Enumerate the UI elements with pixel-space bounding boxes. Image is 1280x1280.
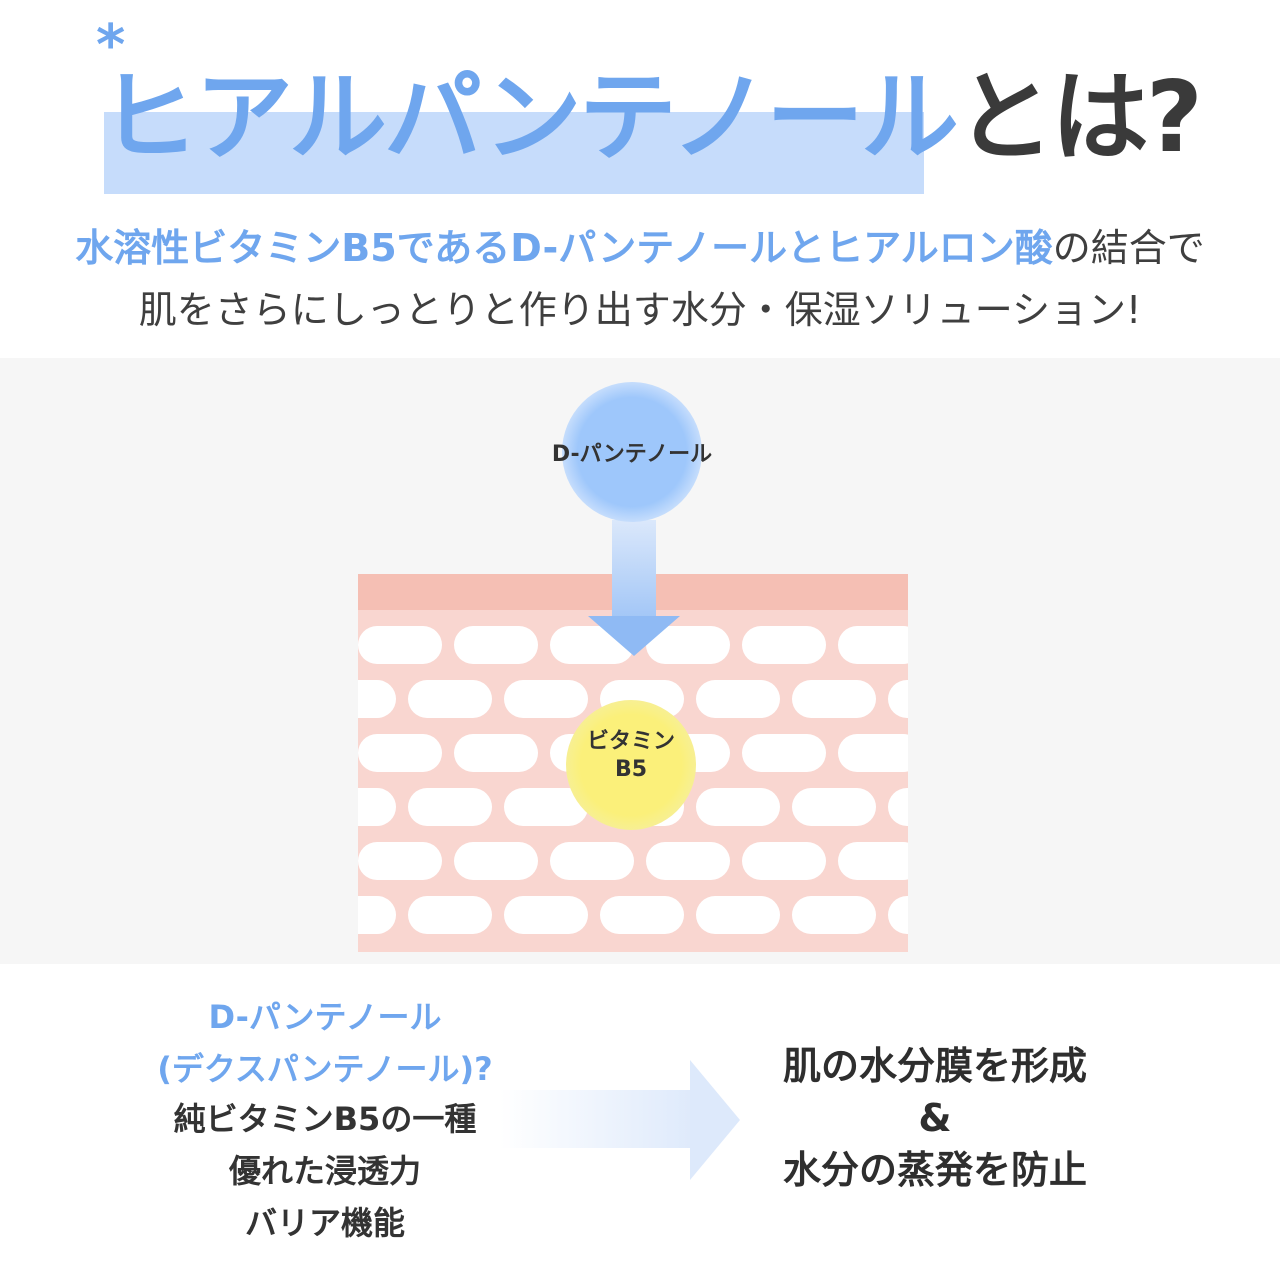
skin-cell — [550, 842, 634, 880]
skin-cell — [742, 734, 826, 772]
skin-cell — [408, 680, 492, 718]
result-ampersand: & — [918, 1096, 952, 1140]
down-arrow-shaft — [612, 520, 656, 628]
right-arrow-icon — [690, 1060, 740, 1180]
skin-cell — [358, 734, 442, 772]
skin-cell — [358, 788, 396, 826]
vitamin-b5-label: ビタミン B5 — [566, 728, 696, 784]
skin-cell — [454, 842, 538, 880]
skin-cell — [888, 896, 908, 934]
vitamin-b5-label-line-1: ビタミン — [586, 729, 675, 754]
skin-cell — [358, 626, 442, 664]
skin-cell — [358, 842, 442, 880]
skin-cell — [696, 680, 780, 718]
title-accent-text: ヒアルパンテノール — [100, 61, 959, 175]
description-line-2: 肌をさらにしっとりと作り出す水分・保湿ソリューション! — [138, 288, 1142, 332]
skin-cell — [358, 896, 396, 934]
skin-cell — [408, 896, 492, 934]
title-highlight-bar — [104, 112, 924, 194]
title-suffix-text: とは? — [955, 61, 1203, 175]
result-arrow-shaft — [500, 1090, 700, 1148]
down-arrow-icon — [588, 616, 680, 656]
d-panthenol-label: D-パンテノール — [551, 442, 713, 467]
description-accent: 水溶性ビタミンB5であるD-パンテノールとヒアルロン酸 — [75, 226, 1053, 270]
skin-cell — [792, 896, 876, 934]
d-panthenol-bubble — [562, 382, 702, 522]
result-line: 水分の蒸発を防止 — [782, 1148, 1087, 1192]
vitamin-b5-bubble — [566, 700, 696, 830]
description-line-1: 水溶性ビタミンB5であるD-パンテノールとヒアルロン酸の結合で — [0, 224, 1280, 272]
vitamin-b5-label-line-2: B5 — [614, 757, 648, 782]
skin-cell — [742, 626, 826, 664]
skin-cell — [408, 788, 492, 826]
skin-cell — [696, 896, 780, 934]
skin-cell — [838, 734, 908, 772]
skin-cell — [742, 842, 826, 880]
dexpanthenol-heading: (デクスパンテノール)? — [157, 1050, 493, 1088]
skin-cell — [646, 842, 730, 880]
skin-cell — [454, 626, 538, 664]
skin-cell — [838, 842, 908, 880]
skin-cell — [454, 734, 538, 772]
description-rest: の結合で — [1052, 226, 1205, 270]
skin-cell — [696, 788, 780, 826]
feature-line: 純ビタミンB5の一種 — [173, 1100, 477, 1138]
skin-cell — [358, 680, 396, 718]
skin-cell — [888, 788, 908, 826]
feature-line: バリア機能 — [244, 1204, 405, 1242]
skin-cell — [792, 788, 876, 826]
panthenol-heading: D-パンテノール — [208, 998, 442, 1036]
skin-cell — [600, 896, 684, 934]
skin-cell — [792, 680, 876, 718]
skin-cell — [504, 896, 588, 934]
result-line: 肌の水分膜を形成 — [782, 1044, 1087, 1088]
page-title: ヒアルパンテノールとは? — [100, 58, 1203, 178]
skin-cell — [888, 680, 908, 718]
asterisk-mark: * — [96, 13, 126, 78]
skin-cell — [504, 680, 588, 718]
skin-cell — [838, 626, 908, 664]
feature-line: 優れた浸透力 — [228, 1152, 421, 1190]
